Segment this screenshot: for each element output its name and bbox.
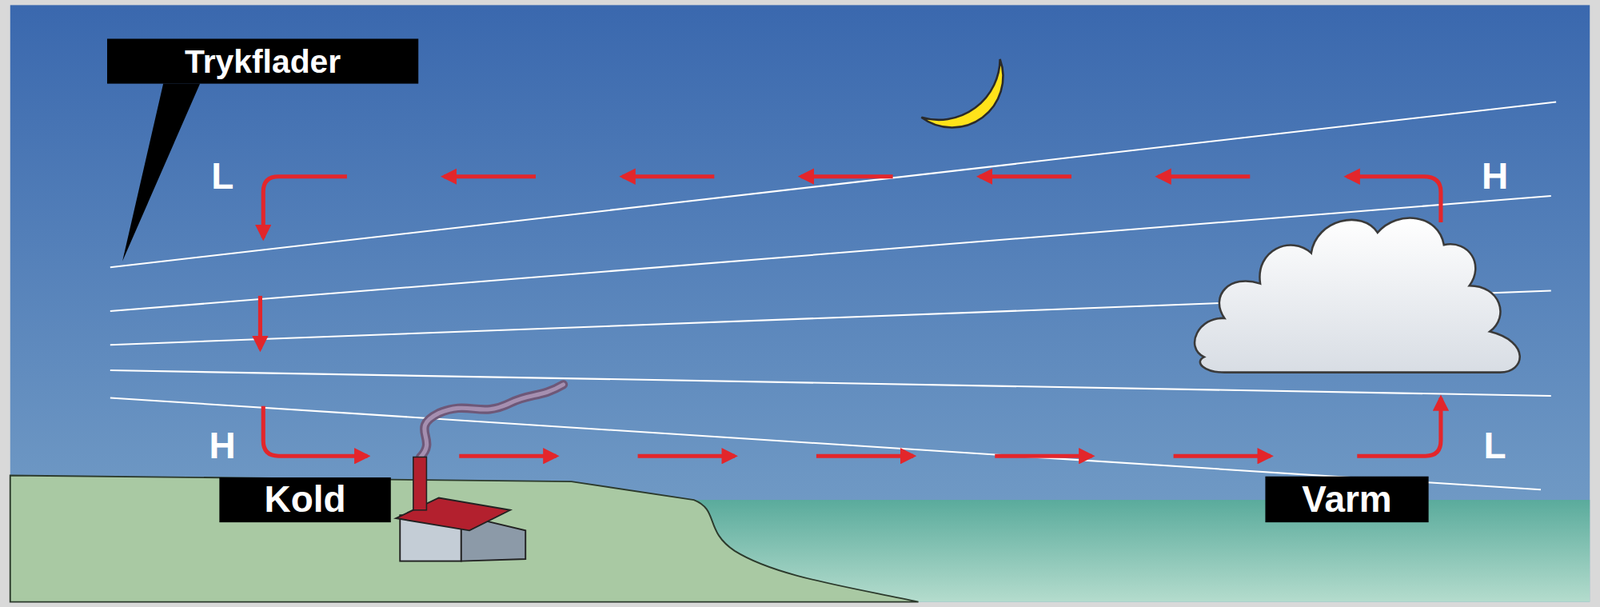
temperature-label: Varm (1264, 476, 1429, 523)
cloud (1194, 217, 1521, 372)
pressure-surfaces (110, 102, 1557, 491)
flow-arrow (979, 174, 1072, 179)
pressure-letter: L (1469, 422, 1521, 470)
smoke (420, 384, 564, 458)
pressure-letter: H (196, 422, 248, 470)
pressure-letter: H (1469, 152, 1521, 200)
callout-pointer (122, 83, 200, 262)
flow-arrow (1347, 176, 1441, 223)
chimney (413, 456, 427, 510)
flow-arrow (1356, 397, 1441, 456)
flow-arrow (994, 454, 1092, 459)
circulation-arrows (259, 176, 1441, 457)
flow-arrow (1173, 454, 1271, 459)
callout-label: Trykflader (107, 38, 419, 84)
flow-arrow (622, 174, 715, 179)
flow-arrow (458, 454, 556, 459)
smoke-highlight (420, 384, 564, 458)
flow-arrow (263, 176, 348, 239)
land (10, 474, 919, 602)
moon (921, 59, 1003, 128)
night-sky (10, 4, 1590, 602)
flow-arrow (1157, 174, 1250, 179)
flow-arrow (816, 454, 914, 459)
pressure-letter: L (196, 152, 248, 200)
pressure-line (110, 370, 1552, 396)
house (395, 384, 563, 562)
flow-arrow (263, 406, 368, 457)
temperature-label: Kold (219, 477, 391, 523)
flow-arrow (258, 295, 263, 349)
flow-arrow (638, 454, 735, 459)
flow-arrow (443, 174, 536, 179)
flow-arrow (801, 174, 894, 179)
